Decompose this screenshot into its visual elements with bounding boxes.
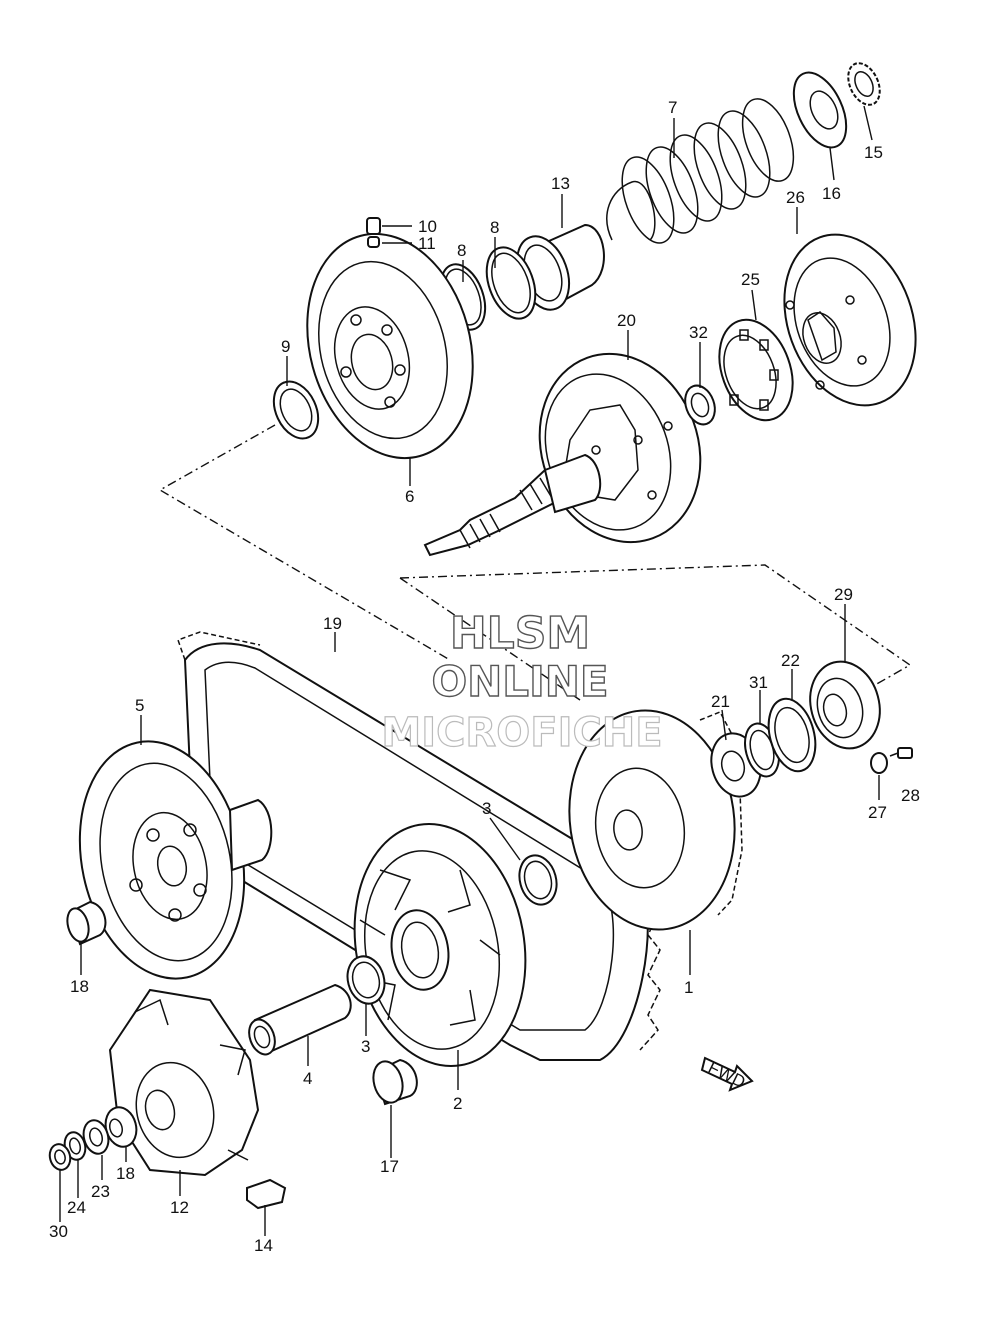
fwd-arrow-icon: FWD [700, 1056, 754, 1092]
callout-18-bottom: 18 [116, 1164, 135, 1183]
callout-9: 9 [281, 337, 290, 356]
clutch-shoe-carrier [783, 233, 917, 407]
leader-lines [59, 105, 880, 1236]
callout-32: 32 [689, 323, 708, 342]
washer [870, 752, 888, 774]
ramp-plate [108, 988, 260, 1177]
callout-11: 11 [418, 234, 436, 253]
bushing [684, 384, 716, 426]
callout-27: 27 [868, 803, 887, 822]
callout-3-upper: 3 [482, 799, 491, 818]
o-ring [485, 246, 537, 320]
callout-8-left: 8 [457, 241, 466, 260]
lock-nut [847, 62, 881, 106]
callout-14: 14 [254, 1236, 273, 1255]
callout-labels: 1 2 3 3 4 5 6 7 8 8 9 10 11 12 13 14 15 … [49, 98, 920, 1255]
callout-18-left: 18 [70, 977, 89, 996]
drive-bushing [372, 1058, 418, 1106]
callout-10: 10 [418, 217, 437, 236]
callout-8-right: 8 [490, 218, 499, 237]
callout-16: 16 [822, 184, 841, 203]
guide-pin [366, 217, 381, 248]
callout-28: 28 [901, 786, 920, 805]
fwd-label: FWD [705, 1058, 748, 1092]
callout-29: 29 [834, 585, 853, 604]
callout-19: 19 [323, 614, 342, 633]
callout-3-lower: 3 [361, 1037, 370, 1056]
fixed-drive-face [78, 740, 273, 980]
drive-spacer [248, 983, 352, 1056]
one-way-clutch [718, 318, 794, 422]
bolt [889, 747, 913, 759]
callout-17: 17 [380, 1157, 399, 1176]
callout-21: 21 [711, 692, 730, 711]
callout-26: 26 [786, 188, 805, 207]
seal-upper-inner [523, 860, 553, 900]
movable-drive-face [353, 822, 527, 1068]
watermark-line-2: ONLINE [431, 657, 608, 706]
callout-30: 30 [49, 1222, 68, 1241]
clutch-housing-shaft [423, 352, 702, 557]
callout-13: 13 [551, 174, 570, 193]
callout-7: 7 [668, 98, 677, 117]
movable-driven-face [306, 232, 474, 460]
callout-31: 31 [749, 673, 768, 692]
callout-20: 20 [617, 311, 636, 330]
driven-oil-seal [767, 697, 817, 773]
seal-upper [518, 854, 558, 906]
seal-lower-inner [351, 961, 381, 999]
callout-15: 15 [864, 143, 883, 162]
callout-24: 24 [67, 1198, 86, 1217]
callout-4: 4 [303, 1069, 312, 1088]
callout-12: 12 [170, 1198, 189, 1217]
callout-5: 5 [135, 696, 144, 715]
fixed-driven-face [568, 709, 743, 931]
nut-30 [48, 1143, 72, 1171]
spring-seat [792, 71, 848, 149]
oil-seal [272, 380, 320, 440]
bearing-left [66, 900, 107, 946]
watermark-line-1: HLSM [450, 608, 590, 659]
driven-bearing [809, 660, 881, 750]
callout-1: 1 [684, 978, 693, 997]
slide-piece [246, 1178, 287, 1210]
callout-23: 23 [91, 1182, 110, 1201]
callout-2: 2 [453, 1094, 462, 1113]
o-ring-inner [491, 252, 531, 314]
callout-25: 25 [741, 270, 760, 289]
shaft-reference-line [158, 424, 451, 661]
watermark-line-3: MICROFICHE [381, 710, 662, 756]
shaft-reference-line-lower [399, 577, 581, 701]
callout-6: 6 [405, 487, 414, 506]
callout-22: 22 [781, 651, 800, 670]
spring [606, 98, 795, 244]
